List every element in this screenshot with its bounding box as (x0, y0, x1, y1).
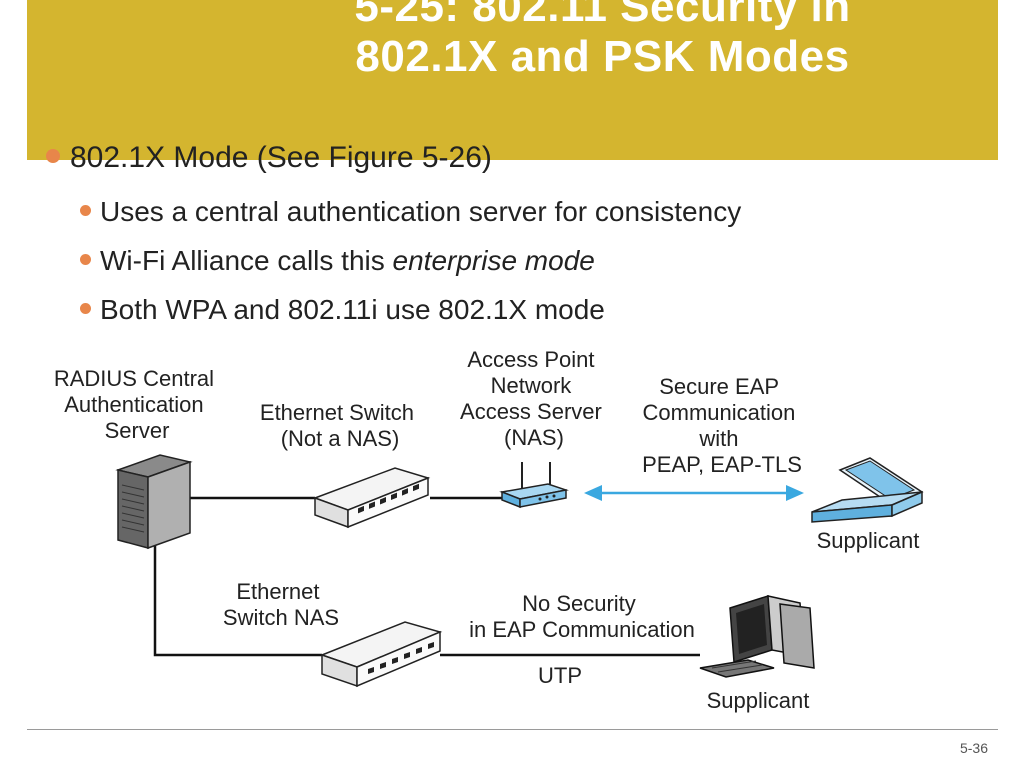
title-line-1: 5-25: 802.11 Security in (354, 0, 851, 31)
laptop-icon (811, 457, 924, 523)
ethernet-switch-nas-icon (319, 621, 443, 688)
cable-server-switch2 (153, 545, 322, 657)
no-security-label: No Security in EAP Communication (469, 591, 695, 642)
bullet-dot (80, 254, 91, 266)
bullet-sub-1: Uses a central authentication server for… (80, 194, 741, 230)
secure-eap-label: Secure EAP Communication with PEAP, EAP-… (642, 374, 802, 477)
bullet-dot (80, 303, 91, 315)
bullet-sub-2: Wi-Fi Alliance calls this enterprise mod… (80, 243, 595, 279)
slide-title: 5-25: 802.11 Security in 802.1X and PSK … (27, 0, 998, 82)
network-cables (153, 496, 700, 657)
radius-server-label: RADIUS Central Authentication Server (54, 366, 220, 443)
bullet-main-text: 802.1X Mode (See Figure 5-26) (70, 141, 492, 174)
bullet-main: 802.1X Mode (See Figure 5-26) (46, 138, 492, 178)
server-icon (115, 454, 193, 550)
bullet-sub-3: Both WPA and 802.11i use 802.1X mode (80, 292, 605, 328)
bullet-sub-2-text: Wi-Fi Alliance calls this (100, 245, 393, 276)
title-line-2: 802.1X and PSK Modes (355, 32, 850, 81)
desktop-computer-icon (699, 594, 815, 678)
utp-label: UTP (538, 663, 582, 688)
bullet-dot (46, 149, 60, 164)
title-band: 5-25: 802.11 Security in 802.1X and PSK … (27, 0, 998, 160)
bullet-dot (80, 205, 91, 217)
switch1-label: Ethernet Switch (Not a NAS) (260, 400, 420, 451)
bullet-sub-2-emphasis: enterprise mode (392, 245, 595, 276)
access-point-label: Access Point Network Access Server (NAS) (460, 347, 608, 450)
ethernet-switch-icon (312, 467, 431, 529)
supplicant-laptop-label: Supplicant (817, 528, 920, 553)
secure-link-arrow (584, 485, 804, 501)
supplicant-pc-label: Supplicant (707, 688, 810, 713)
bullet-sub-1-text: Uses a central authentication server for… (100, 196, 742, 227)
page-number: 5-36 (959, 740, 988, 756)
bullet-sub-3-text: Both WPA and 802.11i use 802.1X mode (100, 294, 605, 325)
access-point-icon (499, 462, 569, 509)
footer-divider (27, 729, 998, 730)
switch2-label: Ethernet Switch NAS (223, 579, 339, 630)
